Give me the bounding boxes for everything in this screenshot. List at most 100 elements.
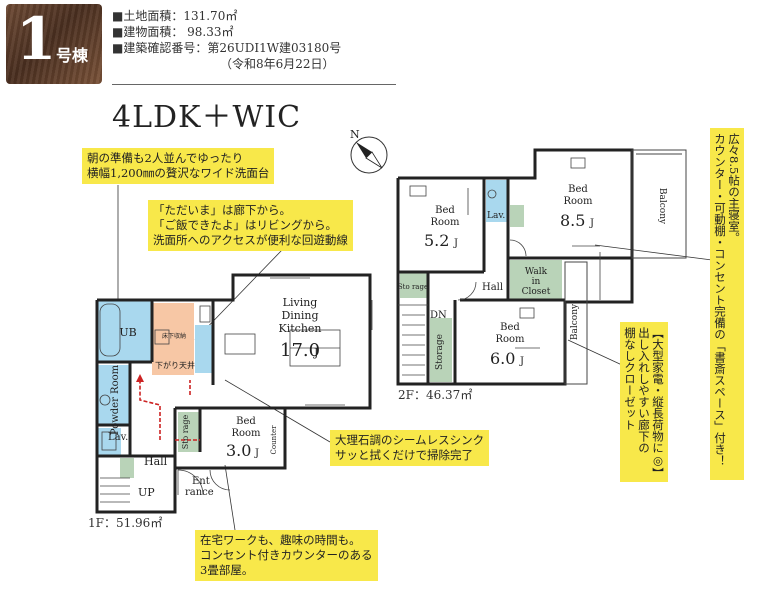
floor1-details [99, 277, 373, 503]
floor2-walls [396, 148, 634, 386]
callout-workroom-line-2: コンセント付きカウンターのある [200, 548, 373, 562]
floor1-area: 1F：51.96㎡ [88, 516, 163, 530]
entrance-label-1: Ent [192, 476, 210, 487]
bed-c-label-2: Room [495, 334, 525, 345]
wood-texture [6, 4, 102, 84]
land-area: ■土地面積：131.70㎡ [112, 9, 238, 23]
ub-label: UB [119, 326, 136, 339]
drop-ceiling-label: 下がり天井 [155, 360, 195, 370]
callout-sink-line-1: 大理石調のシームレスシンク [335, 433, 485, 447]
dn-label: DN [430, 310, 447, 321]
callout-master-line-2: カウンター・可動棚・コンセント完備の「書斎スペース」付き！ [713, 133, 727, 467]
permit-date: （令和8年6月22日） [220, 57, 335, 71]
powder-label: Powder Room [110, 364, 121, 435]
pointer-lines [117, 185, 713, 531]
ldk-size: 17.0 [280, 340, 320, 361]
callout-washroom: 朝の準備も2人並んでゆったり 横幅1,200㎜の贅沢なワイド洗面台 [82, 148, 275, 184]
callout-washroom-line-2: 横幅1,200㎜の贅沢なワイド洗面台 [87, 166, 270, 180]
counter-label: Counter [270, 425, 278, 455]
floor1-plan: UB Powder Room Lav. Hall UP Ent rance St… [95, 273, 373, 514]
f1-bed-label-2: Room [231, 428, 261, 439]
building-number: 1 [16, 5, 57, 73]
floor1-walls [95, 273, 372, 514]
bed-b-label-2: Room [563, 196, 593, 207]
bed-a-size: 5.2 [424, 231, 449, 250]
f2-small-storage-fill [510, 205, 524, 227]
f1-lav-label: Lav. [108, 432, 128, 443]
building-suffix: 号棟 [56, 46, 89, 65]
balconies [564, 149, 687, 385]
kitchen-sink-fill [195, 325, 213, 373]
kitchen-floor-fill [152, 303, 194, 375]
bed-b-size: 8.5 [560, 211, 585, 230]
callout-circulation-line-3: 洗面所へのアクセスが便利な回遊動線 [153, 233, 348, 247]
f2-lav-fill [486, 180, 508, 222]
floor2-plan: Bed Room 5.2 J Bed Room 8.5 J Bed Room 6… [396, 148, 687, 386]
flow-arrowhead [136, 374, 144, 382]
flow-arrows [139, 380, 200, 441]
f2-lav-label: Lav. [487, 211, 505, 221]
callout-workroom: 在宅ワークも、趣味の時間も。 コンセント付きカウンターのある 3畳部屋。 [195, 530, 378, 581]
permit-number: ■建築確認番号：第26UDI1W建03180号 [112, 41, 342, 55]
callout-circulation-line-1: 「ただいま」は廊下から。 [153, 203, 291, 217]
callout-workroom-line-1: 在宅ワークも、趣味の時間も。 [200, 533, 361, 547]
bed-a-label-1: Bed [435, 205, 455, 216]
floor1-labels: UB Powder Room Lav. Hall UP Ent rance St… [108, 296, 322, 499]
callout-washroom-line-1: 朝の準備も2人並んでゆったり [87, 151, 244, 165]
ub-fill [97, 300, 152, 362]
f1-storage-label: Sto rage [181, 414, 190, 449]
f2-hall-label: Hall [482, 282, 503, 293]
ldk-label-2: Dining [281, 309, 318, 322]
balcony-label-1: Balcony [657, 188, 667, 225]
f1-bed-size: 3.0 [226, 441, 251, 460]
callout-sink: 大理石調のシームレスシンク サッと拭くだけで掃除完了 [330, 430, 490, 466]
bed-b-unit: J [589, 218, 594, 229]
spec-block: ■土地面積：131.70㎡ ■建物面積： 98.33㎡ ■建築確認番号：第26U… [112, 8, 341, 72]
bed-c-label-1: Bed [500, 322, 520, 333]
f1-small-storage-fill [120, 458, 134, 478]
f1-bed-label-1: Bed [236, 416, 256, 427]
header-divider [112, 84, 396, 85]
compass-icon: N [350, 128, 388, 174]
floor2-area: 2F：46.37㎡ [398, 388, 473, 402]
floor-storage-label: 床下収納 [162, 332, 186, 340]
callout-storage-line-1: 【大型家電・縦長荷物に◎】 [651, 327, 665, 479]
balcony-label-2: Balcony [570, 303, 580, 340]
f2-storage-fill [400, 272, 428, 298]
f2-storage-v-label: Storage [435, 334, 445, 370]
bed-a-unit: J [453, 238, 458, 249]
walkin-label-2: in [532, 277, 541, 287]
bed-a-label-2: Room [430, 217, 460, 228]
ldk-unit: J [313, 346, 318, 359]
f1-hall-label: Hall [144, 455, 168, 468]
floor2-labels: Bed Room 5.2 J Bed Room 8.5 J Bed Room 6… [398, 184, 667, 370]
bed-c-size: 6.0 [490, 349, 515, 368]
walkin-label-1: Walk [525, 267, 548, 277]
bed-c-unit: J [519, 356, 524, 367]
callout-storage: 【大型家電・縦長荷物に◎】 出し入れしやすい廊下の 棚なしクローゼット [620, 322, 668, 482]
f1-storage-fill [178, 412, 200, 452]
building-badge: 1 号棟 [6, 4, 102, 84]
callout-circulation-line-2: 「ご飯できたよ」はリビングから。 [153, 218, 337, 232]
entrance-label-2: rance [185, 487, 214, 498]
bed-b-label-1: Bed [568, 184, 588, 195]
callout-sink-line-2: サッと拭くだけで掃除完了 [335, 448, 473, 462]
f2-storage-v-fill [430, 318, 452, 382]
callout-master: 広々8.5帖の主寝室。 カウンター・可動棚・コンセント完備の「書斎スペース」付き… [710, 128, 744, 480]
callout-storage-line-2: 出し入れしやすい廊下の [637, 327, 651, 454]
f2-storage-label: Sto rage [398, 283, 428, 291]
building-area: ■建物面積： 98.33㎡ [112, 25, 234, 39]
layout-title: 4LDK＋WIC [112, 100, 302, 135]
compass-north-label: N [350, 128, 360, 141]
walkin-label-3: Closet [522, 287, 551, 297]
f1-lav-fill [97, 428, 121, 456]
f1-bed-unit: J [254, 448, 259, 459]
callout-storage-line-3: 棚なしクローゼット [623, 327, 637, 431]
ldk-label-1: Living [283, 296, 318, 309]
f1-up-label: UP [138, 486, 155, 499]
floor2-details [398, 157, 601, 376]
callout-workroom-line-3: 3畳部屋。 [200, 563, 254, 577]
powder-fill [97, 365, 130, 425]
walkin-fill [510, 260, 562, 300]
